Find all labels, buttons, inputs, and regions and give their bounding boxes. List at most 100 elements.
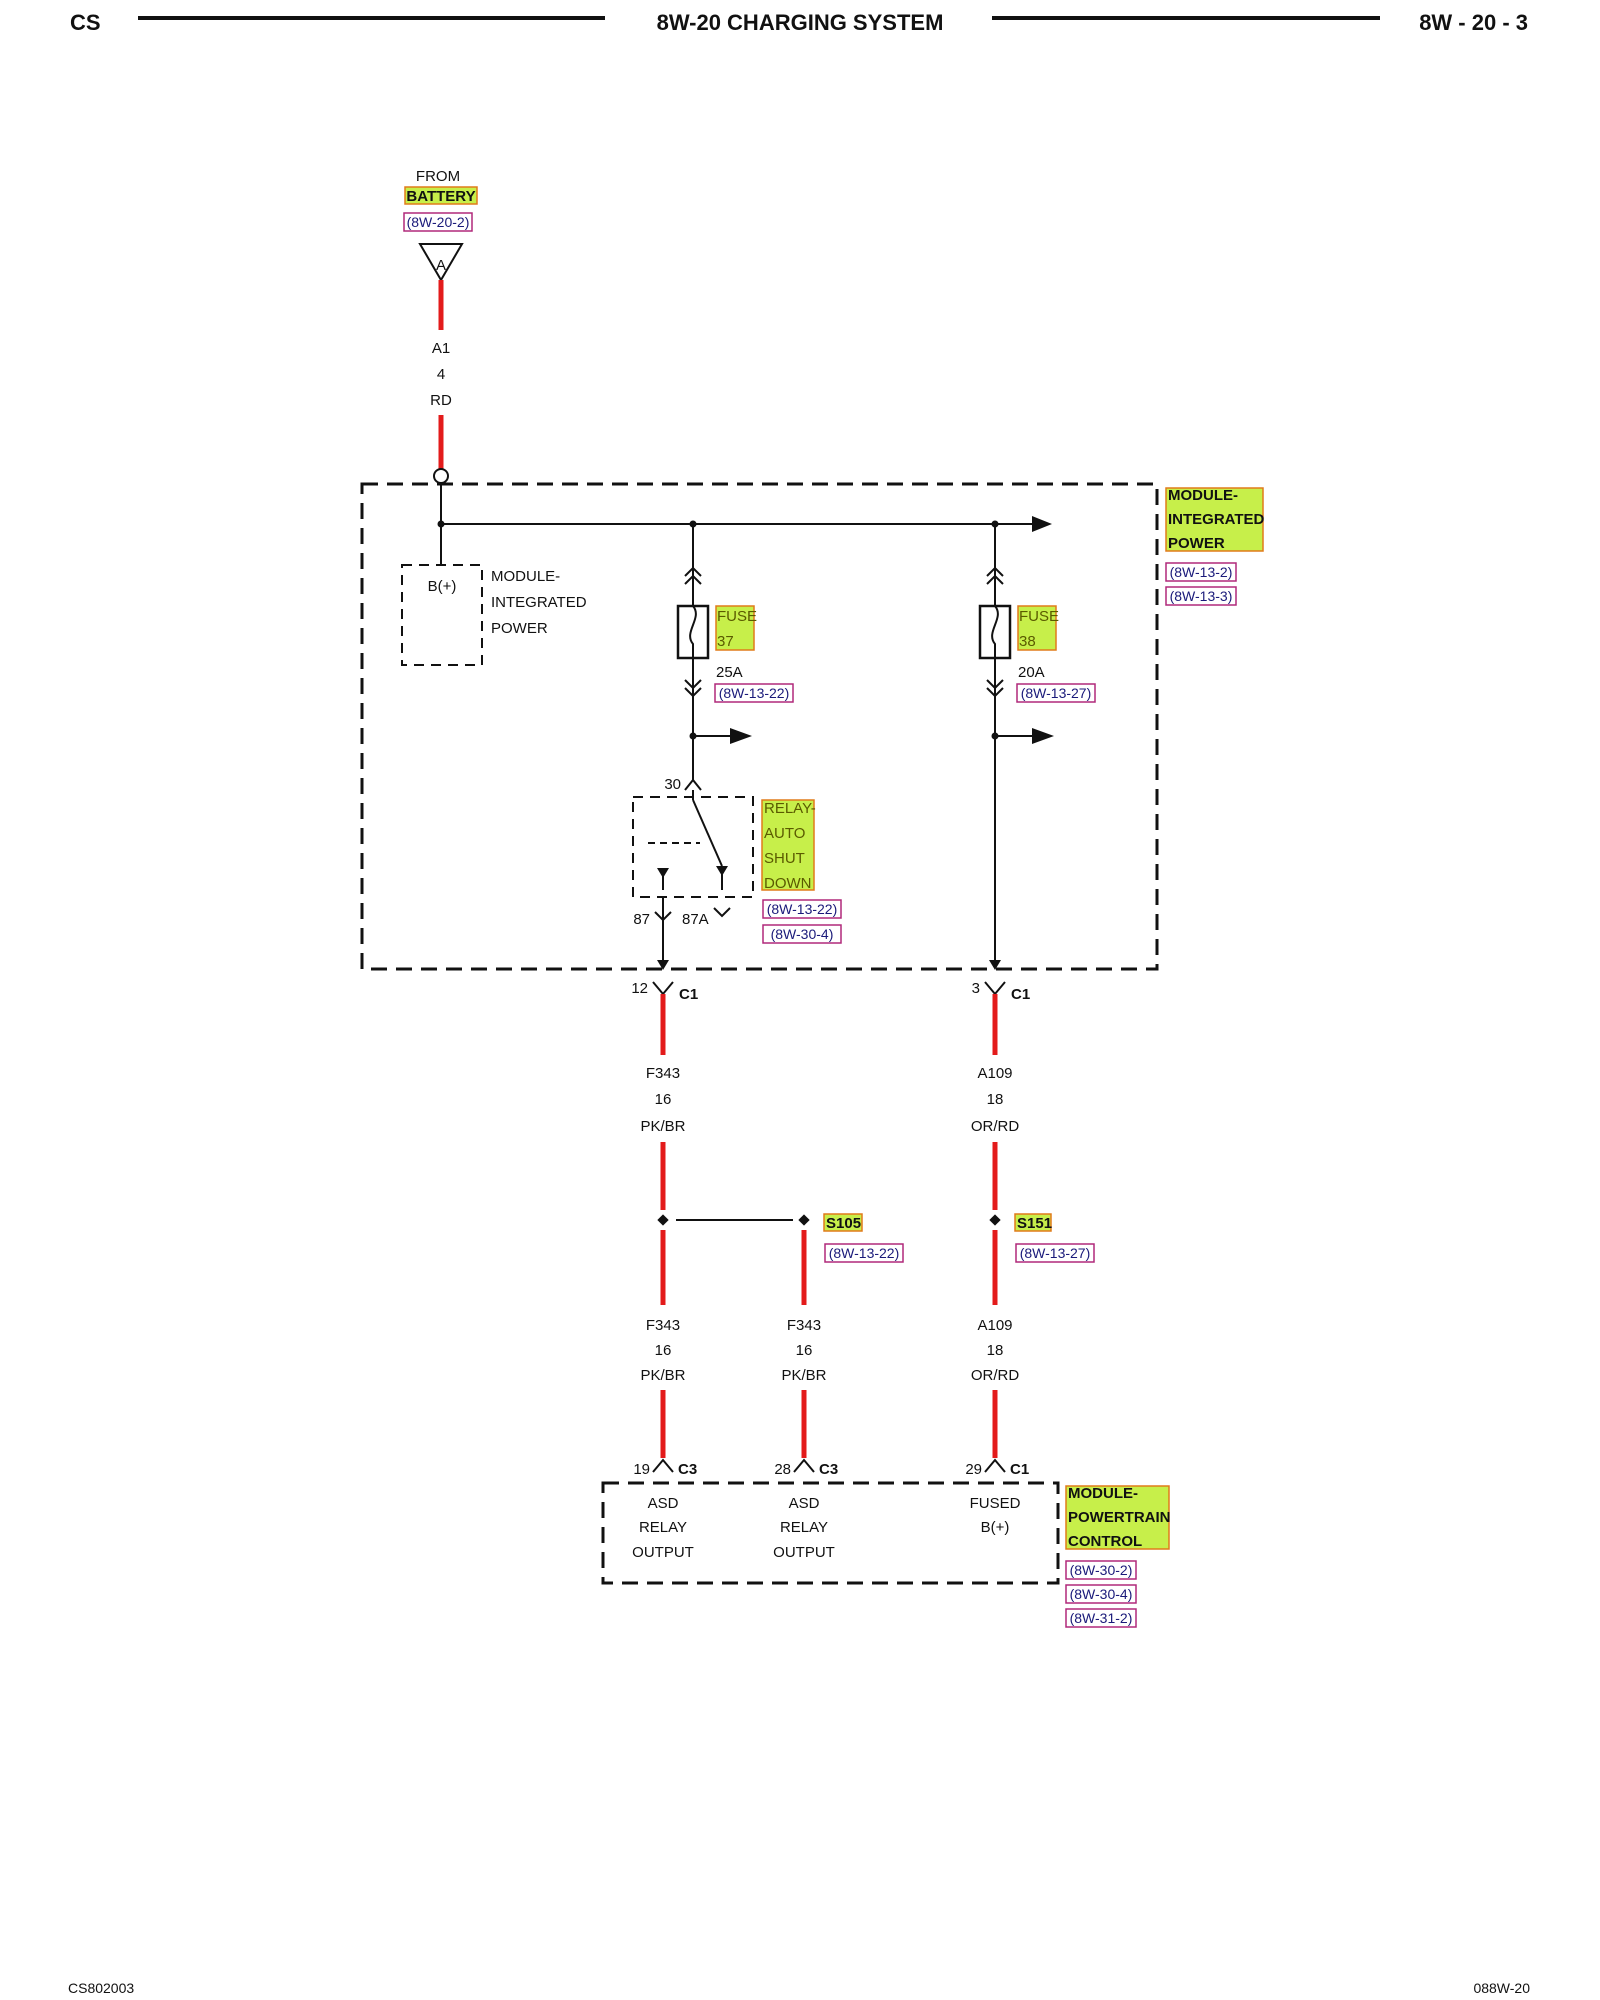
pcm-pin29-connector — [984, 1458, 1006, 1473]
relay-pin30-label: 30 — [664, 776, 681, 793]
pcm-ref-link-3[interactable]: (8W-31-2) — [1070, 1610, 1133, 1626]
fuse38-ref-link[interactable]: (8W-13-27) — [1021, 685, 1092, 701]
fuse38-highlight — [1017, 605, 1057, 651]
relay-name-line-3[interactable]: SHUT — [764, 850, 805, 867]
fuse37-ref-box — [714, 683, 794, 703]
wire-f343-b2-gauge: 16 — [796, 1342, 813, 1359]
pcm-title-line-2[interactable]: POWERTRAIN — [1068, 1509, 1171, 1526]
footer-code: 088W-20 — [1473, 1980, 1530, 1996]
wire-f343-top-color: PK/BR — [640, 1118, 685, 1135]
pcm-pin19-number: 19 — [633, 1461, 650, 1478]
pcm-pin28-conn: C3 — [819, 1461, 838, 1478]
splice-s151-highlight — [1014, 1213, 1052, 1232]
battery-highlight — [404, 186, 478, 205]
pcm-pin29-number: 29 — [965, 1461, 982, 1478]
pcm-ref-link-1[interactable]: (8W-30-2) — [1070, 1562, 1133, 1578]
pcm-pin28-desc-3: OUTPUT — [773, 1544, 835, 1561]
wire-a1-circuit: A1 — [432, 340, 450, 357]
fuse37-number[interactable]: 37 — [717, 633, 734, 650]
footer-figure-id: CS802003 — [68, 1980, 134, 1996]
splice-s151-ref-link[interactable]: (8W-13-27) — [1020, 1245, 1091, 1261]
header-section-code: CS — [70, 10, 101, 35]
ipm-internal-label-2: INTEGRATED — [491, 594, 587, 611]
battery-connector-triangle — [418, 243, 464, 282]
ipm-ref-link-2[interactable]: (8W-13-3) — [1170, 588, 1233, 604]
ipm-internal-label-3: POWER — [491, 620, 548, 637]
battery-ref-box — [403, 212, 473, 232]
pcm-pin19-conn: C3 — [678, 1461, 697, 1478]
ipm-bplus-label: B(+) — [428, 578, 457, 595]
fuse37-ref-link[interactable]: (8W-13-22) — [719, 685, 790, 701]
pcm-title-highlight — [1065, 1485, 1170, 1550]
wire-a109-b-circuit: A109 — [977, 1317, 1012, 1334]
c1-right-conn: C1 — [1011, 986, 1030, 1003]
fuse38-number[interactable]: 38 — [1019, 633, 1036, 650]
wire-f343-b1-gauge: 16 — [655, 1342, 672, 1359]
pcm-title-line-3[interactable]: CONTROL — [1068, 1533, 1142, 1550]
ipm-title-line-3[interactable]: POWER — [1168, 535, 1225, 552]
fuse37-highlight — [715, 605, 755, 651]
fuse37-element — [689, 605, 697, 658]
wire-a1-gauge: 4 — [437, 366, 445, 383]
ipm-internal-label-1: MODULE- — [491, 568, 560, 585]
pcm-pin28-desc-2: RELAY — [780, 1519, 828, 1536]
battery-ref-link[interactable]: (8W-20-2) — [407, 214, 470, 230]
fuse37-label[interactable]: FUSE — [717, 608, 757, 625]
fuse38-branch-arrow — [1032, 728, 1054, 744]
splice-s105-ref-link[interactable]: (8W-13-22) — [829, 1245, 900, 1261]
splice-s151-label[interactable]: S151 — [1017, 1215, 1052, 1232]
ipm-internal-box — [401, 564, 483, 666]
battery-label[interactable]: BATTERY — [406, 188, 475, 205]
splice-s105-node-right — [798, 1214, 810, 1226]
splice-s105-node-left — [657, 1214, 669, 1226]
wire-a109-top-gauge: 18 — [987, 1091, 1004, 1108]
ipm-title-line-1[interactable]: MODULE- — [1168, 487, 1238, 504]
pcm-ref-box-3 — [1065, 1608, 1137, 1628]
ipm-title-line-2[interactable]: INTEGRATED — [1168, 511, 1265, 528]
pcm-pin19-connector — [652, 1458, 674, 1473]
relay-ref-link-2[interactable]: (8W-30-4) — [771, 926, 834, 942]
wire-f343-b1-circuit: F343 — [646, 1317, 680, 1334]
ipm-box — [360, 482, 1159, 971]
relay-ref-box-2 — [762, 924, 842, 944]
ipm-ref-box-1 — [1165, 562, 1237, 582]
battery-from-label: FROM — [416, 168, 460, 185]
fuse38-label[interactable]: FUSE — [1019, 608, 1059, 625]
fuse37-bottom-terminal — [684, 679, 702, 698]
battery-connector-label: A — [436, 257, 446, 274]
wire-a109-b-gauge: 18 — [987, 1342, 1004, 1359]
pcm-pin19-desc-3: OUTPUT — [632, 1544, 694, 1561]
pcm-pin28-desc-1: ASD — [789, 1495, 820, 1512]
pcm-pin29-desc-2: B(+) — [981, 1519, 1010, 1536]
splice-s151-node — [989, 1214, 1001, 1226]
pcm-pin28-connector — [793, 1458, 815, 1473]
wire-f343-b2-circuit: F343 — [787, 1317, 821, 1334]
relay-name-line-4[interactable]: DOWN — [764, 875, 812, 892]
relay-name-line-2[interactable]: AUTO — [764, 825, 805, 842]
c1-left-conn: C1 — [679, 986, 698, 1003]
relay-87-terminal — [654, 911, 672, 922]
splice-s105-ref-box — [824, 1243, 904, 1263]
splice-s151-ref-box — [1015, 1243, 1095, 1263]
relay-box — [632, 796, 754, 898]
pcm-ref-link-2[interactable]: (8W-30-4) — [1070, 1586, 1133, 1602]
relay-87a-arrow — [716, 866, 728, 876]
wire-a109-top-circuit: A109 — [977, 1065, 1012, 1082]
relay-output-arrow — [657, 960, 669, 970]
c1-left-connector — [652, 981, 674, 996]
page-number: 8W - 20 - 3 — [1419, 10, 1528, 35]
relay-name-line-1[interactable]: RELAY- — [764, 800, 816, 817]
pcm-title-line-1[interactable]: MODULE- — [1068, 1485, 1138, 1502]
c1-right-connector — [984, 981, 1006, 996]
relay-ref-link-1[interactable]: (8W-13-22) — [767, 901, 838, 917]
ipm-title-highlight — [1165, 487, 1264, 552]
wire-f343-b1-color: PK/BR — [640, 1367, 685, 1384]
fuse38-rating: 20A — [1018, 664, 1045, 681]
relay-ref-box-1 — [762, 899, 842, 919]
ipm-ref-link-1[interactable]: (8W-13-2) — [1170, 564, 1233, 580]
wire-f343-b2-color: PK/BR — [781, 1367, 826, 1384]
relay-pin87-label: 87 — [633, 911, 650, 928]
fuse38-output-arrow — [989, 960, 1001, 970]
splice-s105-label[interactable]: S105 — [826, 1215, 861, 1232]
